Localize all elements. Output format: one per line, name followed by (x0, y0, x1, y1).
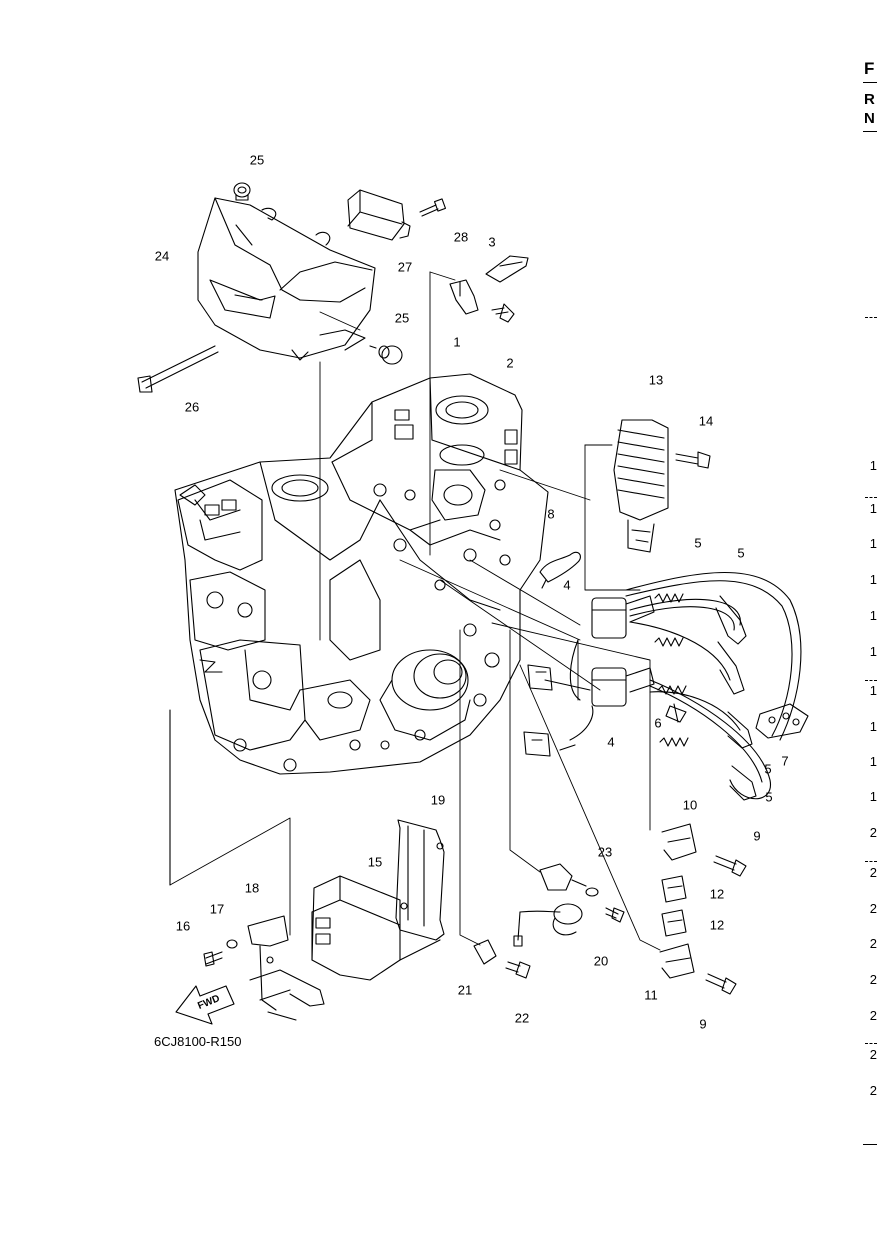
callout-8: 8 (547, 506, 555, 522)
callout-14: 14 (698, 413, 714, 429)
leader-lines (169, 271, 661, 951)
edge-num: 2 (869, 1083, 877, 1098)
callout-25-side: 25 (394, 310, 410, 326)
callout-6: 6 (654, 715, 662, 731)
callout-3: 3 (488, 234, 496, 250)
callout-5-d: 5 (765, 789, 773, 805)
plastic-tie-part (137, 345, 219, 393)
edge-letter-n: N (864, 110, 875, 127)
callout-18: 18 (244, 880, 260, 896)
callout-5-b: 5 (737, 545, 745, 561)
grommet-part (233, 182, 403, 365)
callout-17: 17 (209, 901, 225, 917)
bolt-rectifier-part (675, 451, 711, 469)
callout-13: 13 (648, 372, 664, 388)
sensor-part (513, 863, 625, 947)
edge-num: 1 (869, 754, 877, 769)
edge-num: 2 (869, 865, 877, 880)
callout-7: 7 (781, 753, 789, 769)
bracket-cover-part (197, 197, 376, 361)
callout-10: 10 (682, 797, 698, 813)
callout-4-upper: 4 (563, 577, 571, 593)
relay-part (347, 189, 411, 241)
edge-num: 2 (869, 825, 877, 840)
edge-num: 2 (869, 972, 877, 987)
edge-num: 1 (869, 572, 877, 587)
edge-num: 1 (869, 608, 877, 623)
callout-4-lower: 4 (607, 734, 615, 750)
ecm-bracket-part (395, 819, 445, 941)
edge-num: 1 (869, 683, 877, 698)
edge-num: 2 (869, 936, 877, 951)
callout-5-c: 5 (764, 761, 772, 777)
fwd-arrow (175, 985, 235, 1025)
engine-block (169, 373, 549, 886)
callout-28: 28 (453, 229, 469, 245)
clip-part (539, 551, 581, 589)
callout-15: 15 (367, 854, 383, 870)
callout-5-a: 5 (694, 535, 702, 551)
callout-1: 1 (453, 334, 461, 350)
callout-12-lower: 12 (709, 917, 725, 933)
callout-9-upper: 9 (753, 828, 761, 844)
callout-2: 2 (506, 355, 514, 371)
edge-num: 1 (869, 501, 877, 516)
callout-27: 27 (397, 259, 413, 275)
callout-24: 24 (154, 248, 170, 264)
edge-num: 1 (869, 458, 877, 473)
edge-num: 1 (869, 536, 877, 551)
clamp-part (485, 255, 529, 283)
holder-part (449, 279, 515, 323)
brackets-clamps (659, 823, 747, 995)
callout-12-upper: 12 (709, 886, 725, 902)
clamp-sensor-part (473, 939, 531, 979)
edge-num: 2 (869, 1047, 877, 1062)
callout-19: 19 (430, 792, 446, 808)
edge-num: 1 (869, 789, 877, 804)
edge-letter-f: F (864, 59, 875, 78)
holder-plug-part (755, 703, 809, 739)
callout-25-top: 25 (249, 152, 265, 168)
callout-21: 21 (457, 982, 473, 998)
edge-num: 2 (869, 1008, 877, 1023)
callout-23: 23 (597, 844, 613, 860)
callout-9-lower: 9 (699, 1016, 707, 1032)
rectifier-regulator-part (613, 419, 669, 553)
cdi-unit-part (311, 875, 441, 981)
ignition-coils (523, 571, 802, 801)
edge-num: 1 (869, 644, 877, 659)
edge-num: 1 (869, 719, 877, 734)
callout-11: 11 (644, 987, 658, 1003)
band-part (665, 703, 687, 723)
callout-26: 26 (184, 399, 200, 415)
holder-bracket-part (203, 915, 325, 1021)
drawing-code: 6CJ8100-R150 (154, 1034, 242, 1049)
screw-part (419, 198, 447, 217)
callout-20: 20 (593, 953, 609, 969)
callout-22: 22 (514, 1010, 530, 1026)
callout-16: 16 (175, 918, 191, 934)
edge-num: 2 (869, 901, 877, 916)
edge-letter-r: R (864, 91, 875, 108)
